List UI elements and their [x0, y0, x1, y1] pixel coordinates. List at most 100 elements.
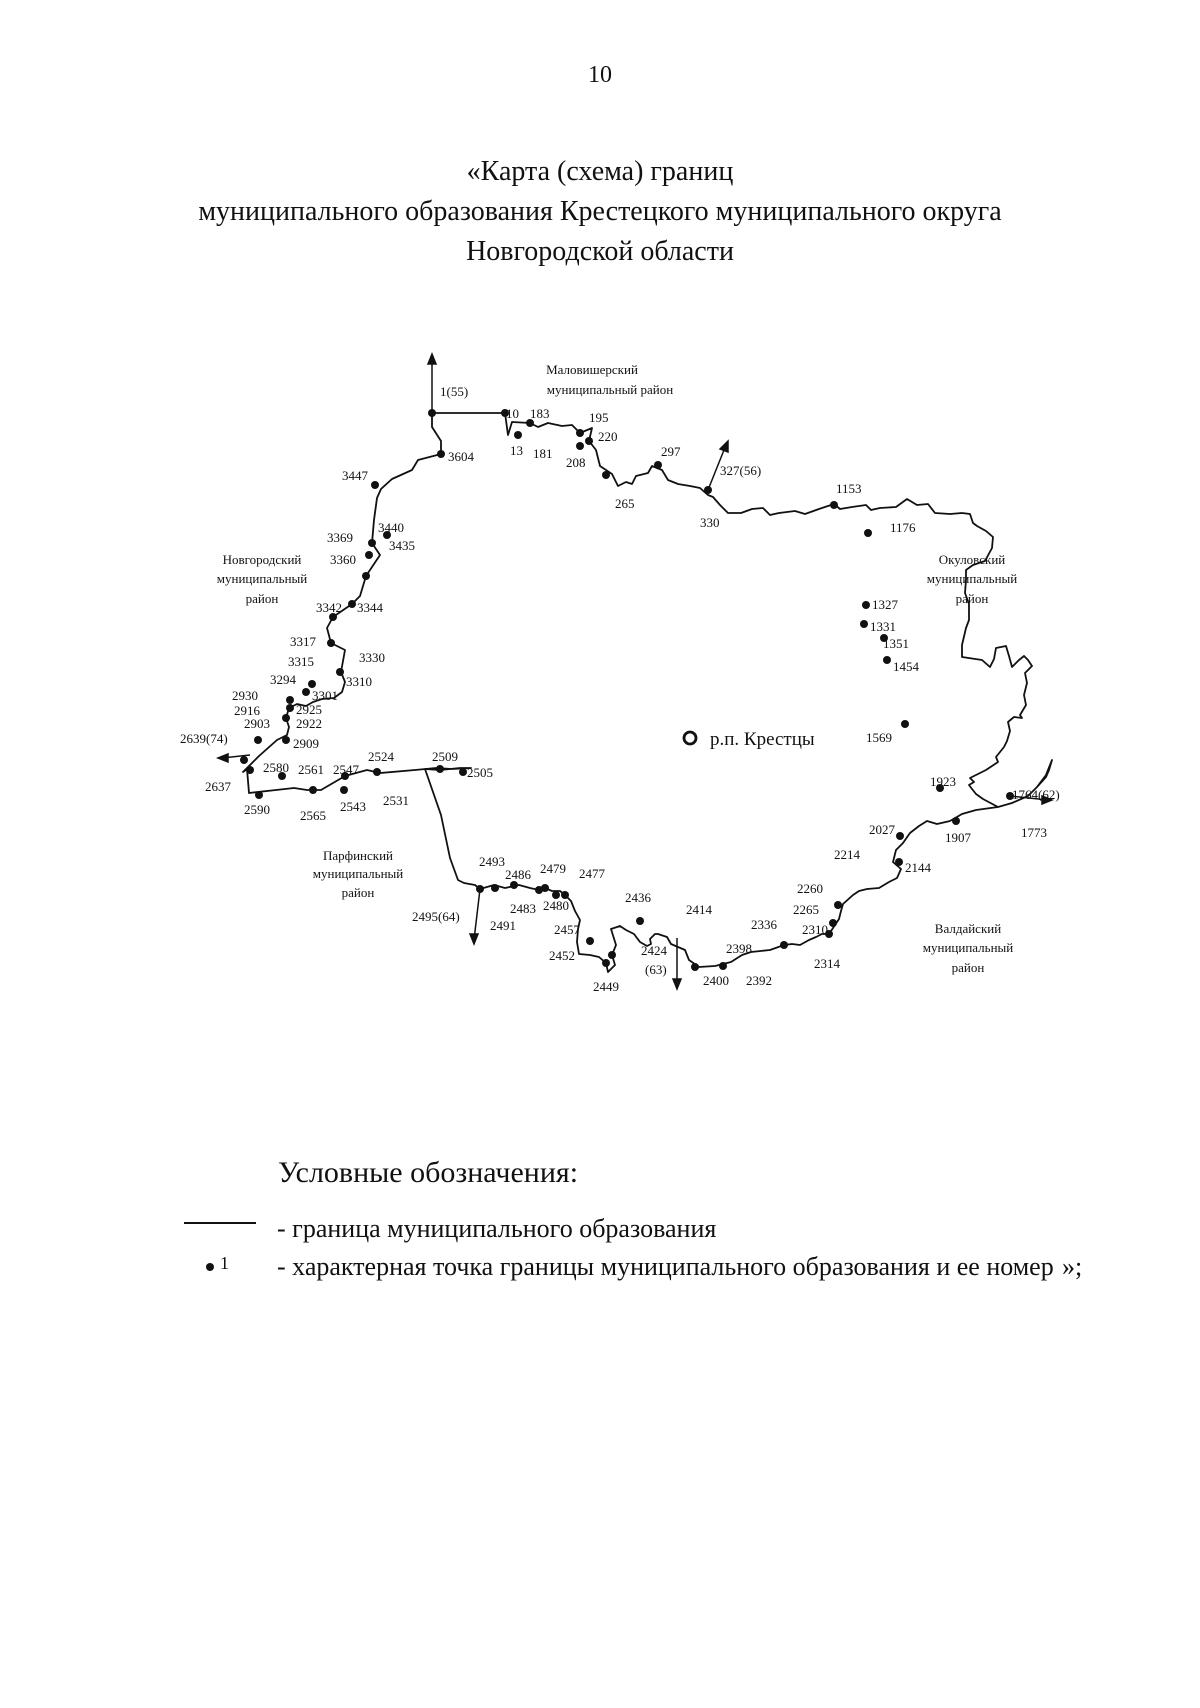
point-label: 2310: [802, 922, 828, 937]
boundary-points: [240, 409, 1014, 971]
point-label: 2916: [234, 703, 261, 718]
point-label: 3344: [357, 600, 384, 615]
point-label: 2398: [726, 941, 752, 956]
valdaysky-label-3: район: [952, 960, 985, 975]
point-label: 1923: [930, 774, 956, 789]
point-number-labels: 1(55) 10 183 195 220 13 181 208 297 327(…: [180, 384, 1060, 994]
point-label: 3310: [346, 674, 372, 689]
point-label: 3435: [389, 538, 415, 553]
page-number: 10: [588, 62, 612, 88]
point-label: 2491: [490, 918, 516, 933]
point-label: 2414: [686, 902, 713, 917]
point-label: 2436: [625, 890, 652, 905]
legend-point-text: - характерная точка границы муниципально…: [277, 1252, 1054, 1281]
point-label: 2214: [834, 847, 861, 862]
legend-boundary-text: - граница муниципального образования: [277, 1214, 717, 1243]
neighbor-labels: Маловишерский муниципальный район Новгор…: [217, 362, 1018, 975]
point-label: 330: [700, 515, 720, 530]
point-label: 2336: [751, 917, 778, 932]
point-label: 265: [615, 496, 635, 511]
novgorodsky-label-2: муниципальный: [217, 571, 308, 586]
point-symbol: 1: [182, 1250, 272, 1286]
direction-arrows: [215, 351, 1055, 992]
point-label: 13: [510, 443, 523, 458]
municipal-boundary-line: [242, 412, 1053, 973]
point-label: 2505: [467, 765, 493, 780]
point-label: 1(55): [440, 384, 468, 399]
point-label: 2524: [368, 749, 395, 764]
boundary-map: р.п. Крестцы Маловишерский муниципальный…: [180, 351, 1060, 994]
point-label: 2027: [869, 822, 896, 837]
malovishersky-label-1: Маловишерский: [546, 362, 638, 377]
point-label: 2590: [244, 802, 270, 817]
point-label: 3301: [312, 688, 338, 703]
document-title: «Карта (схема) границ муниципального обр…: [0, 152, 1200, 272]
point-label: 2509: [432, 749, 458, 764]
point-label: 181: [533, 446, 553, 461]
point-label: 2314: [814, 956, 841, 971]
point-label: 2265: [793, 902, 819, 917]
point-label: 3330: [359, 650, 385, 665]
point-label: 2925: [296, 702, 322, 717]
malovishersky-label-2: муниципальный район: [547, 382, 673, 397]
parfinsky-label-2: муниципальный: [313, 866, 404, 881]
point-label: 2144: [905, 860, 932, 875]
point-label: 1327: [872, 597, 899, 612]
point-label: 2260: [797, 881, 823, 896]
point-label: 183: [530, 406, 550, 421]
point-label: 2495(64): [412, 909, 460, 924]
legend-point-row: 1 - характерная точка границы муниципаль…: [182, 1250, 1162, 1286]
point-label: 1454: [893, 659, 920, 674]
point-label: 2561: [298, 762, 324, 777]
point-label: 1773: [1021, 825, 1047, 840]
boundary-line-symbol: [182, 1212, 272, 1248]
point-label: 2922: [296, 716, 322, 731]
valdaysky-label-1: Валдайский: [935, 921, 1001, 936]
point-label: 2449: [593, 979, 619, 994]
point-label: 3317: [290, 634, 317, 649]
point-label: 2479: [540, 861, 566, 876]
parfinsky-label-1: Парфинский: [323, 848, 393, 863]
point-label: 2457: [554, 922, 581, 937]
point-label: 1153: [836, 481, 862, 496]
title-line-1: «Карта (схема) границ: [466, 156, 734, 187]
point-label: 2452: [549, 948, 575, 963]
point-label: 3604: [448, 449, 475, 464]
point-label: 2639(74): [180, 731, 228, 746]
point-label: 3369: [327, 530, 353, 545]
valdaysky-label-2: муниципальный: [923, 940, 1014, 955]
point-label: 1569: [866, 730, 892, 745]
settlement-marker-icon: [682, 730, 698, 746]
point-label: 10: [506, 406, 519, 421]
point-label: (63): [645, 962, 667, 977]
title-line-3: Новгородской области: [466, 236, 734, 267]
point-label: 3440: [378, 520, 404, 535]
point-label: 2400: [703, 973, 729, 988]
point-label: 3315: [288, 654, 314, 669]
title-line-2: муниципального образования Крестецкого м…: [198, 196, 1002, 227]
novgorodsky-label-3: район: [246, 591, 279, 606]
point-label: 2903: [244, 716, 270, 731]
point-label: 2637: [205, 779, 232, 794]
novgorodsky-label-1: Новгородский: [223, 552, 302, 567]
closing-quote: »;: [1062, 1252, 1083, 1281]
point-label: 220: [598, 429, 618, 444]
point-label: 1907: [945, 830, 972, 845]
point-label: 2565: [300, 808, 326, 823]
point-label: 2580: [263, 760, 289, 775]
legend-boundary-row: - граница муниципального образования: [182, 1212, 1162, 1248]
legend-title: Условные обозначения:: [278, 1156, 579, 1189]
point-label: 2930: [232, 688, 258, 703]
point-label: 327(56): [720, 463, 761, 478]
point-label: 1351: [883, 636, 909, 651]
point-label: 3447: [342, 468, 369, 483]
point-label: 2392: [746, 973, 772, 988]
point-dot-icon: [206, 1263, 214, 1271]
point-label: 1331: [870, 619, 896, 634]
okulovsky-label-3: район: [956, 591, 989, 606]
point-label: 3360: [330, 552, 356, 567]
point-label: 2543: [340, 799, 366, 814]
settlement-label: р.п. Крестцы: [710, 729, 815, 750]
point-label: 2909: [293, 736, 319, 751]
point-label: 2493: [479, 854, 505, 869]
